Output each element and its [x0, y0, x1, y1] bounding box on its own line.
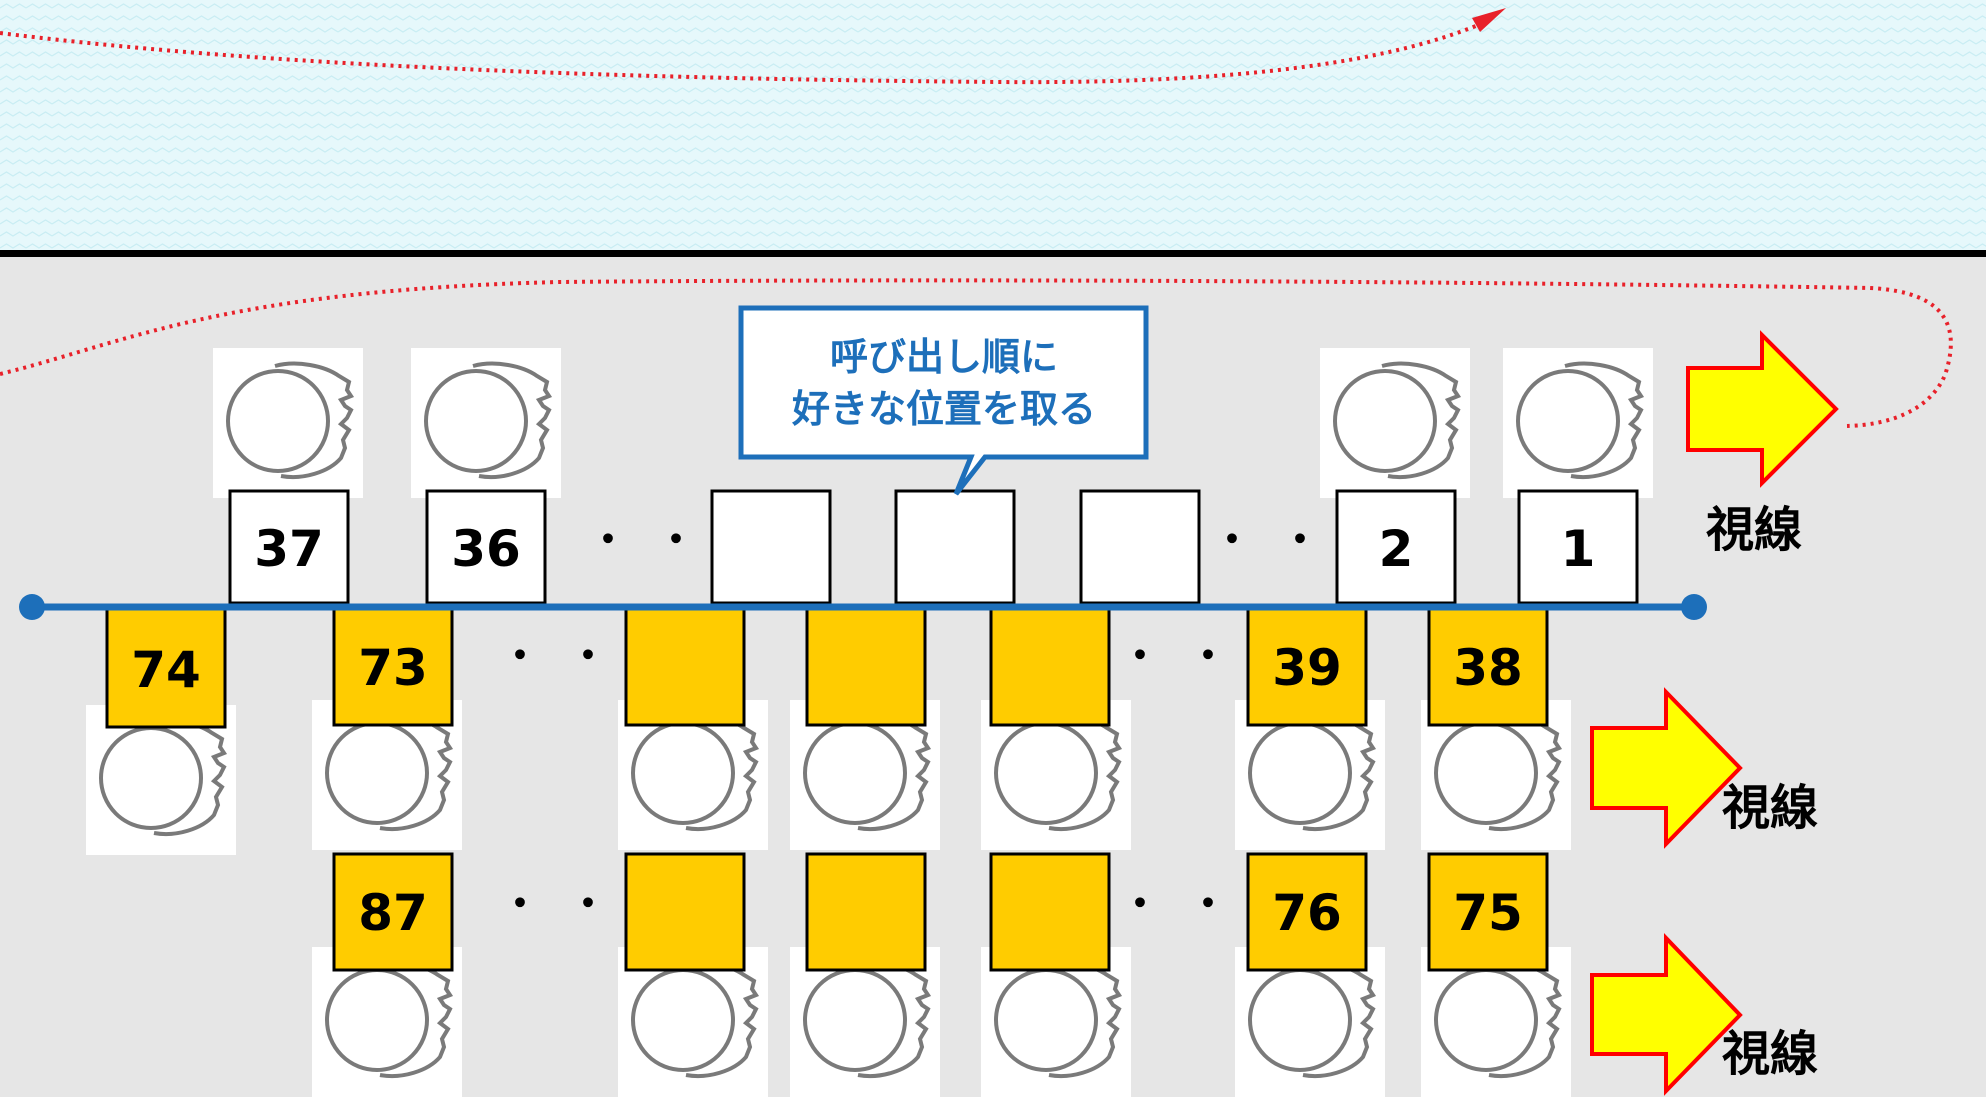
box-label: 37 [254, 520, 324, 578]
start-line-end-left [19, 594, 45, 620]
arrow-right-icon [1590, 933, 1743, 1096]
box-label: 73 [358, 639, 428, 697]
box-label: 76 [1272, 884, 1342, 942]
box-label: 36 [451, 520, 521, 578]
box-label [626, 610, 744, 726]
ellipsis: ・・ [1212, 517, 1348, 563]
ellipsis: ・・ [1120, 633, 1256, 679]
row-middle-boxes [105, 607, 1549, 729]
swim-path-dotted [0, 18, 1491, 85]
box-label: 39 [1272, 639, 1342, 697]
box-label [712, 494, 830, 604]
person-icon [1320, 348, 1470, 498]
ellipsis: ・・ [500, 881, 636, 927]
callout-line-2: 好きな位置を取る [791, 386, 1096, 431]
gaze-label: 視線 [1706, 502, 1803, 558]
person-icon [213, 348, 363, 498]
box-label [991, 855, 1109, 971]
box-label: 1 [1560, 520, 1596, 578]
box-label: 74 [131, 641, 201, 699]
callout-bubble [738, 305, 1149, 496]
arrow-right-icon [1590, 687, 1743, 849]
start-line-end-right [1681, 594, 1707, 620]
ellipsis: ・・ [500, 633, 636, 679]
pool-edge-line [0, 250, 1986, 257]
gaze-label: 視線 [1722, 1026, 1819, 1082]
gaze-label: 視線 [1722, 780, 1819, 836]
callout-line-1: 呼び出し順に [829, 334, 1058, 379]
row-top-boxes [228, 489, 1639, 605]
swim-path-arrowhead [1472, 8, 1506, 32]
box-label [807, 610, 925, 726]
box-label: 2 [1378, 520, 1414, 578]
box-label [807, 855, 925, 971]
person-icon [411, 348, 561, 498]
box-label: 75 [1453, 884, 1523, 942]
box-label [1081, 494, 1199, 604]
ellipsis: ・・ [1120, 881, 1256, 927]
box-label [626, 855, 744, 971]
box-label [991, 610, 1109, 726]
box-label: 87 [358, 884, 428, 942]
callout-text: 呼び出し順に 好きな位置を取る [743, 310, 1145, 455]
row-bottom-boxes [332, 852, 1549, 972]
person-icon [1503, 348, 1653, 498]
box-label: 38 [1453, 639, 1523, 697]
ellipsis: ・・ [588, 517, 724, 563]
box-label [896, 494, 1014, 604]
arrow-right-icon [1686, 330, 1839, 488]
